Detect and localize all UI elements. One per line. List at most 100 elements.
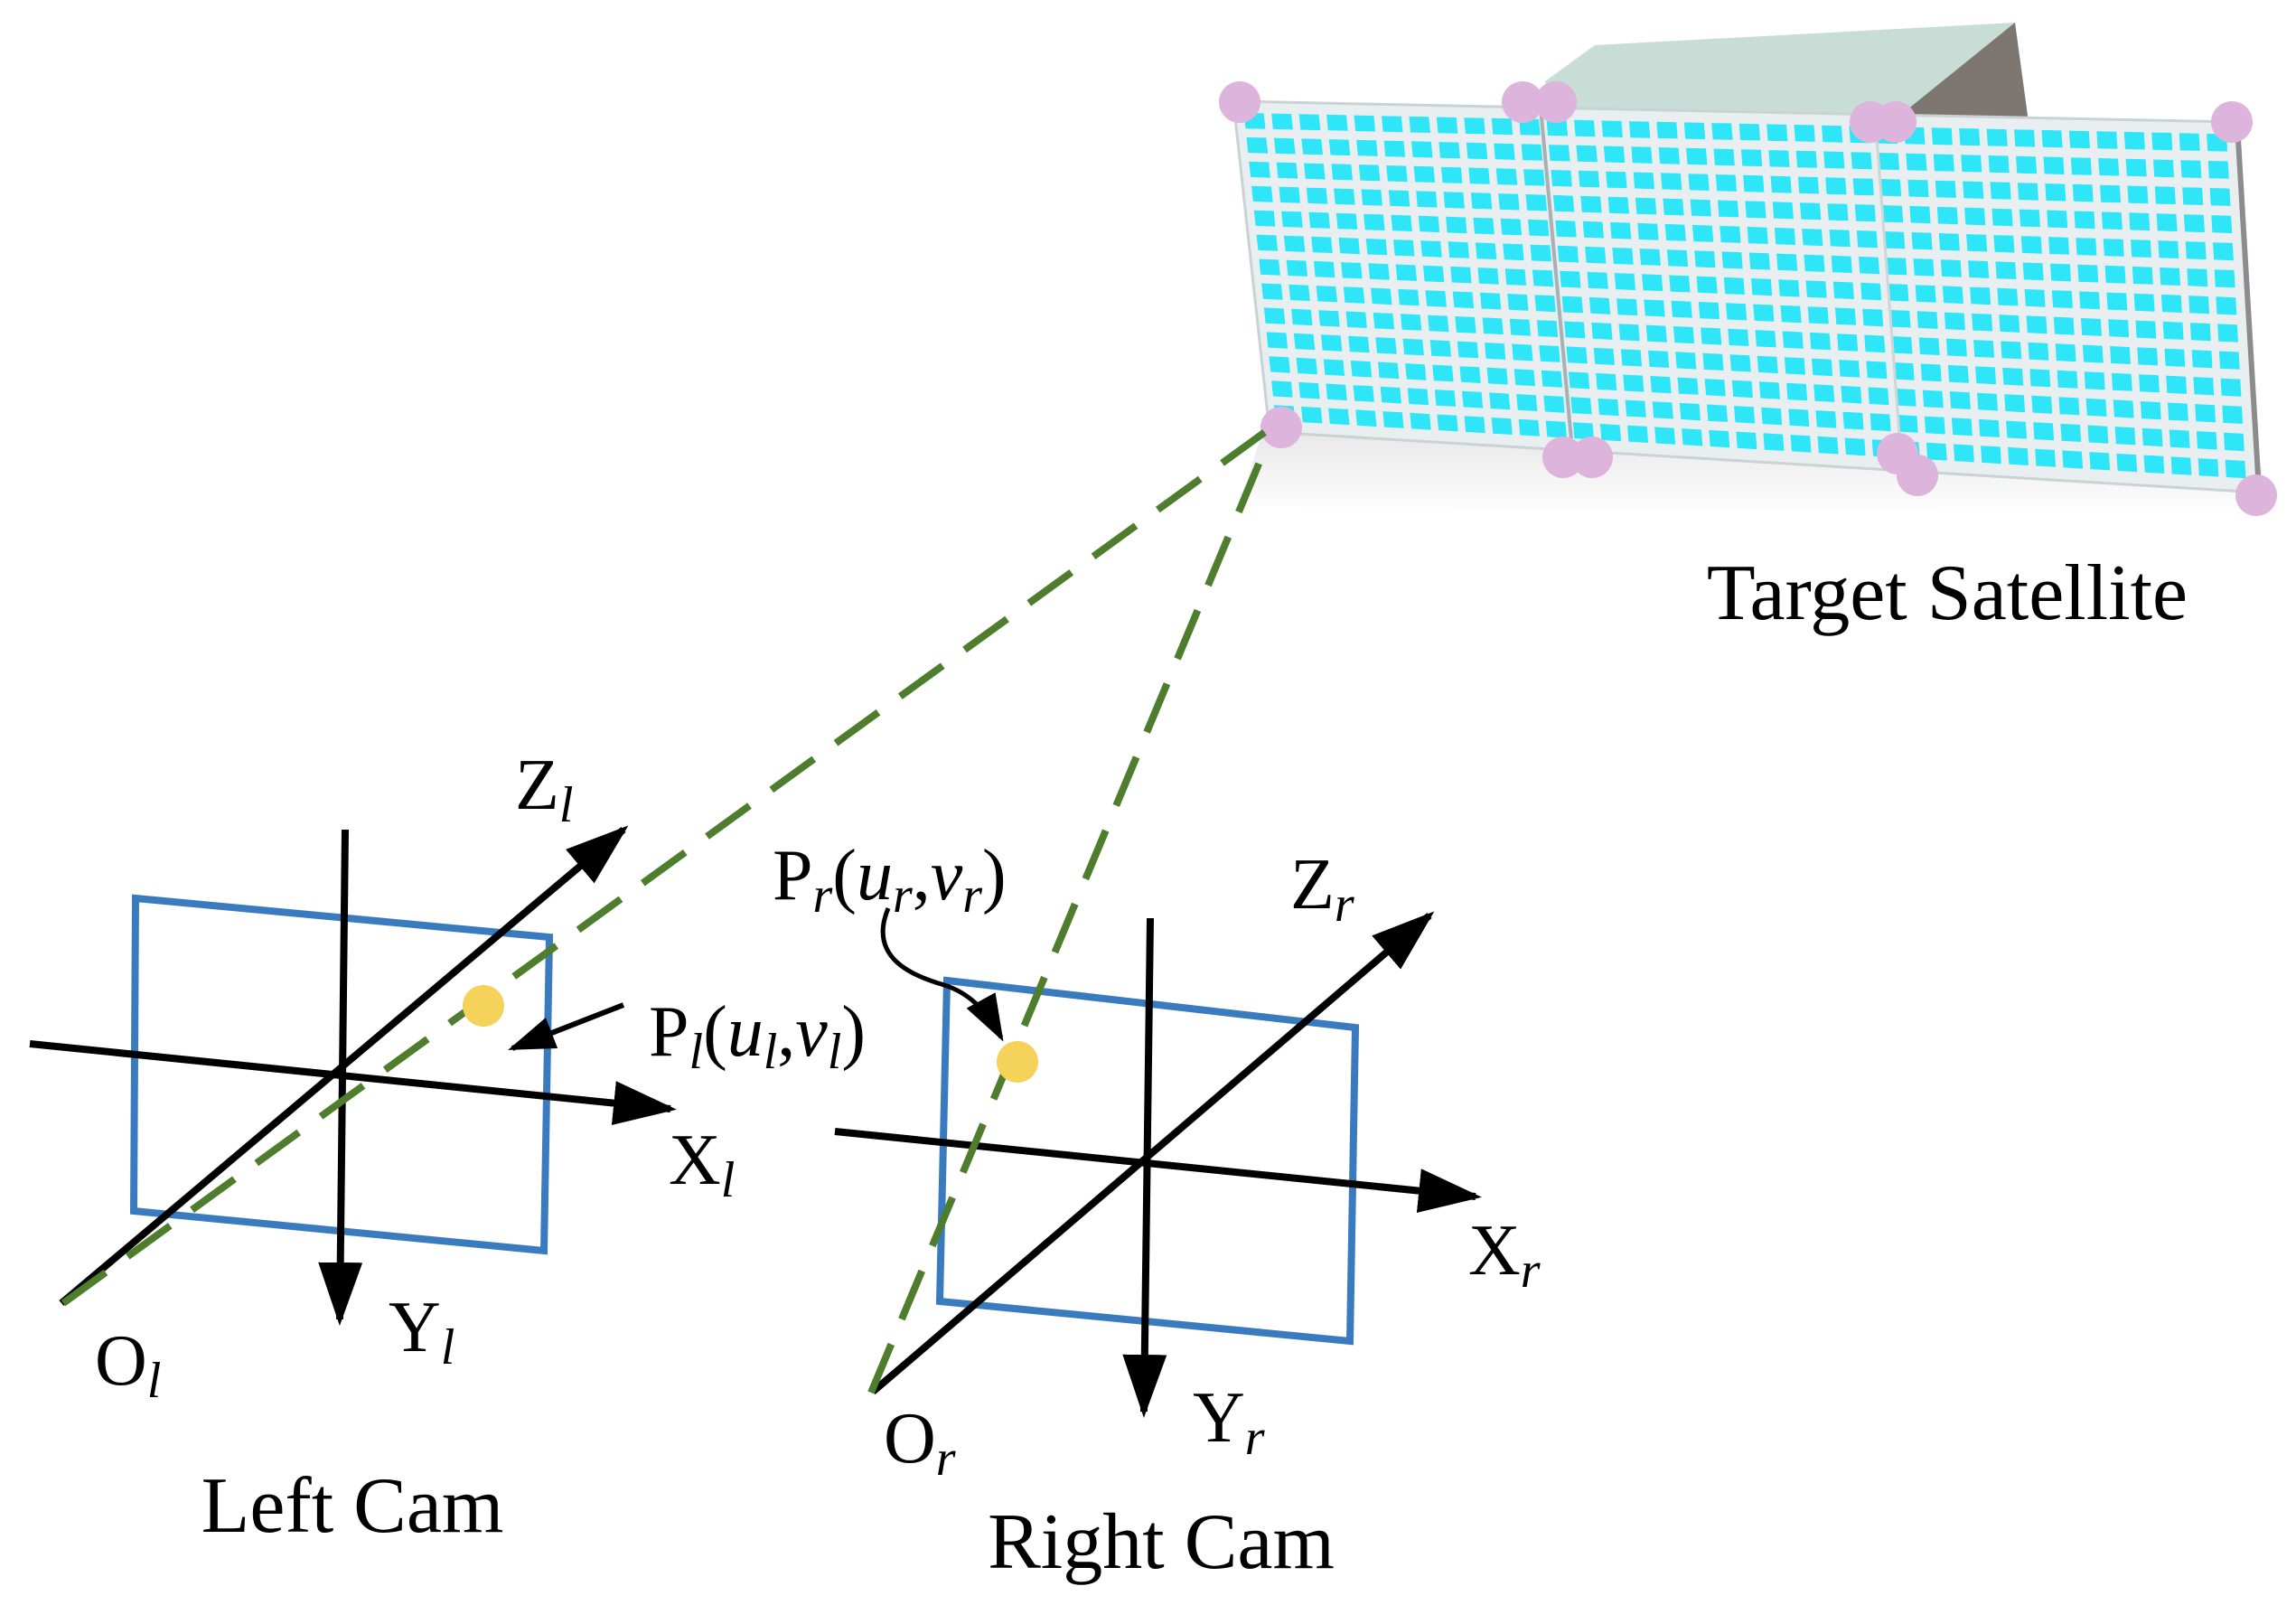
solar-cell: [1545, 420, 1567, 438]
solar-cell: [1734, 406, 1756, 424]
solar-cell: [1936, 206, 1958, 225]
solar-cell: [1889, 310, 1911, 328]
solar-cell: [1823, 151, 1845, 169]
solar-cell: [1977, 392, 1998, 411]
right-z-axis: [870, 911, 1435, 1395]
solar-cell: [2127, 185, 2149, 204]
solar-cell: [1570, 397, 1592, 415]
solar-cell: [1949, 391, 1971, 409]
solar-cell: [1356, 139, 1378, 156]
solar-cell: [1343, 286, 1365, 304]
solar-cell: [1709, 429, 1730, 448]
solar-cell: [1888, 284, 1909, 302]
solar-cell: [1972, 313, 1993, 332]
solar-cell: [1395, 264, 1418, 281]
solar-cell: [1503, 243, 1524, 261]
feature-point: [2211, 101, 2253, 143]
solar-cell: [1997, 287, 2019, 306]
solar-cell: [2185, 241, 2207, 260]
solar-cell: [1970, 286, 1991, 305]
solar-cell: [1675, 352, 1697, 370]
solar-cell: [1455, 316, 1476, 333]
solar-cell: [1271, 113, 1293, 130]
solar-cell: [1306, 187, 1328, 204]
solar-cell: [1489, 392, 1511, 410]
solar-cell: [1852, 178, 1874, 196]
left-cam-label: Left Cam: [201, 1462, 504, 1550]
solar-cell: [1477, 268, 1499, 285]
solar-cell: [1913, 258, 1935, 277]
solar-cell: [1990, 182, 2011, 200]
solar-cell: [2213, 242, 2234, 261]
solar-cell: [1482, 317, 1504, 335]
solar-cell: [1382, 411, 1404, 428]
solar-cell: [2168, 402, 2188, 421]
solar-cell: [1677, 377, 1699, 395]
solar-cell: [1664, 223, 1686, 241]
solar-cell: [1635, 197, 1657, 215]
solar-cell: [1817, 436, 1839, 455]
feature-point: [1542, 436, 1584, 478]
solar-cell: [2028, 342, 2049, 361]
feature-point: [1535, 81, 1577, 123]
solar-cell: [1797, 176, 1820, 194]
solar-cell: [1864, 334, 1886, 353]
solar-cell: [1440, 166, 1463, 183]
solar-cell: [2141, 427, 2163, 447]
solar-cell: [1911, 232, 1933, 250]
solar-cell: [2182, 187, 2204, 205]
solar-cell: [1364, 213, 1385, 230]
solar-cell: [2001, 341, 2022, 360]
solar-cell: [1560, 270, 1581, 288]
solar-cell: [1301, 406, 1323, 424]
feature-point-markers: [1219, 81, 2277, 516]
solar-cell: [1246, 136, 1269, 154]
solar-cell: [1279, 186, 1300, 203]
solar-cell: [1870, 413, 1891, 432]
solar-cell: [1859, 256, 1880, 275]
solar-cell: [2135, 320, 2157, 339]
solar-cell: [1457, 341, 1479, 359]
solar-cell: [2114, 427, 2136, 446]
solar-cell: [2113, 399, 2134, 418]
solar-cell: [2070, 157, 2092, 175]
solar-cell: [1293, 333, 1316, 351]
solar-cell: [2043, 156, 2065, 174]
solar-cell: [2207, 160, 2229, 179]
solar-cell: [1601, 120, 1623, 137]
solar-cell: [1618, 324, 1640, 342]
solar-cell: [1574, 119, 1596, 137]
solar-cell: [1753, 304, 1775, 322]
right-point-label-arrow: [880, 907, 1004, 1042]
solar-cell: [2183, 214, 2205, 233]
solar-cell: [1486, 367, 1508, 385]
solar-cell: [1993, 235, 2015, 253]
solar-cell: [1525, 194, 1547, 211]
solar-cell: [1576, 145, 1598, 163]
solar-cell: [1839, 360, 1860, 378]
solar-cell: [1516, 394, 1538, 411]
solar-cell: [1596, 372, 1617, 390]
solar-cell: [1530, 244, 1551, 262]
solar-cell: [1884, 231, 1906, 249]
solar-cell: [1617, 298, 1638, 316]
solar-cell: [1844, 437, 1866, 456]
solar-cell: [1323, 359, 1345, 376]
solar-cell: [2180, 160, 2202, 178]
solar-cell: [1768, 150, 1790, 167]
solar-cell: [1475, 242, 1497, 259]
solar-cell: [1663, 198, 1684, 216]
target-satellite-label: Target Satellite: [1707, 549, 2188, 637]
solar-cell: [1461, 390, 1484, 408]
left-image-plane: [129, 894, 554, 1255]
solar-cell: [1552, 194, 1575, 212]
solar-cell: [1564, 321, 1586, 339]
solar-cell: [1812, 358, 1833, 377]
solar-cell: [1802, 229, 1823, 247]
solar-cell: [1546, 119, 1569, 136]
solar-cell: [1416, 191, 1438, 208]
solar-cell: [1448, 241, 1469, 258]
solar-cell: [1464, 416, 1485, 434]
solar-cell: [1944, 312, 1965, 331]
solar-cell: [2169, 429, 2190, 448]
